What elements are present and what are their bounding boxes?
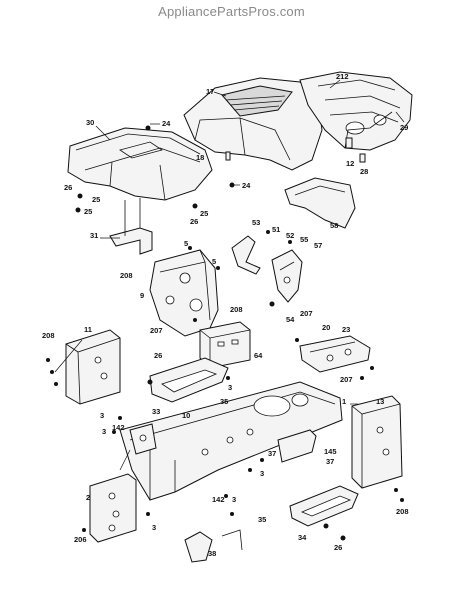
- part-58-shield[interactable]: [284, 177, 356, 229]
- callout-207: 207: [340, 375, 353, 384]
- part-13-side-panel[interactable]: [351, 395, 403, 489]
- part-34-footrest[interactable]: [289, 485, 359, 527]
- callout-3: 3: [100, 411, 104, 420]
- part-1-frame[interactable]: [119, 381, 343, 501]
- callout-2: 2: [86, 493, 90, 502]
- callout-212: 212: [336, 72, 349, 81]
- callout-28: 28: [360, 167, 368, 176]
- callout-142: 142: [212, 495, 225, 504]
- callout-30: 30: [86, 118, 94, 127]
- small-parts: [225, 137, 366, 163]
- callout-3: 3: [102, 427, 106, 436]
- callout-64: 64: [254, 351, 263, 360]
- part-33-footrest[interactable]: [149, 357, 229, 403]
- callout-145: 145: [324, 447, 337, 456]
- callout-207: 207: [300, 309, 313, 318]
- callout-26: 26: [334, 543, 342, 552]
- callout-53: 53: [252, 218, 260, 227]
- part-20-plate[interactable]: [299, 335, 371, 373]
- callout-51: 51: [272, 225, 280, 234]
- callout-207: 207: [150, 326, 163, 335]
- callout-11: 11: [84, 325, 92, 334]
- part-30-fender[interactable]: [67, 127, 213, 201]
- fasteners: [46, 125, 404, 541]
- callout-55: 55: [300, 235, 308, 244]
- callout-3: 3: [260, 469, 264, 478]
- part-38-bracket[interactable]: [184, 529, 243, 563]
- callout-17: 17: [206, 87, 214, 96]
- callout-54: 54: [286, 315, 295, 324]
- callout-35: 35: [258, 515, 266, 524]
- callout-37: 37: [326, 457, 334, 466]
- callout-37: 37: [268, 449, 276, 458]
- callout-52: 52: [286, 231, 294, 240]
- part-142-bracket[interactable]: [129, 423, 157, 455]
- leader-lines: [54, 79, 405, 471]
- callout-18: 18: [196, 153, 204, 162]
- callout-33: 33: [152, 407, 160, 416]
- callout-208: 208: [396, 507, 409, 516]
- part-145-bracket[interactable]: [277, 429, 317, 463]
- callout-9: 9: [140, 291, 144, 300]
- part-29-grille-panel[interactable]: [299, 71, 413, 151]
- callout-24: 24: [242, 181, 251, 190]
- callout-24: 24: [162, 119, 171, 128]
- callout-208: 208: [230, 305, 243, 314]
- callout-20: 20: [322, 323, 330, 332]
- part-17-hood[interactable]: [183, 77, 323, 171]
- part-53-linkage[interactable]: [231, 235, 261, 275]
- callout-3: 3: [228, 383, 232, 392]
- callout-10: 10: [182, 411, 190, 420]
- callout-38: 38: [208, 549, 216, 558]
- part-9-dash-panel[interactable]: [149, 249, 219, 337]
- callout-206: 206: [74, 535, 87, 544]
- callout-26: 26: [154, 351, 162, 360]
- callout-57: 57: [314, 241, 322, 250]
- callout-25: 25: [84, 207, 92, 216]
- callout-25: 25: [200, 209, 208, 218]
- callout-3: 3: [152, 523, 156, 532]
- callout-31: 31: [90, 231, 98, 240]
- callout-35: 35: [220, 397, 228, 406]
- callout-13: 13: [376, 397, 384, 406]
- callout-34: 34: [298, 533, 307, 542]
- callout-5: 5: [184, 239, 188, 248]
- callout-29: 29: [400, 123, 408, 132]
- part-64-console[interactable]: [199, 321, 251, 369]
- callout-208: 208: [42, 331, 55, 340]
- callout-58: 58: [330, 221, 338, 230]
- callout-5: 5: [212, 257, 216, 266]
- callout-25: 25: [92, 195, 100, 204]
- callout-142: 142: [112, 423, 125, 432]
- watermark: AppliancePartsPros.com: [158, 4, 305, 19]
- callout-23: 23: [342, 325, 350, 334]
- callout-12: 12: [346, 159, 354, 168]
- part-31-bracket[interactable]: [109, 198, 153, 255]
- part-2-plate[interactable]: [89, 473, 137, 543]
- callout-1: 1: [342, 397, 346, 406]
- callout-3: 3: [232, 495, 236, 504]
- callout-26: 26: [190, 217, 198, 226]
- part-57-linkage[interactable]: [271, 249, 303, 303]
- callout-26: 26: [64, 183, 72, 192]
- callouts: 17 212 29 30 24 18 12 28 24 26 25 25 26 …: [42, 72, 409, 558]
- callout-208: 208: [120, 271, 133, 280]
- part-11-side-panel[interactable]: [65, 329, 121, 405]
